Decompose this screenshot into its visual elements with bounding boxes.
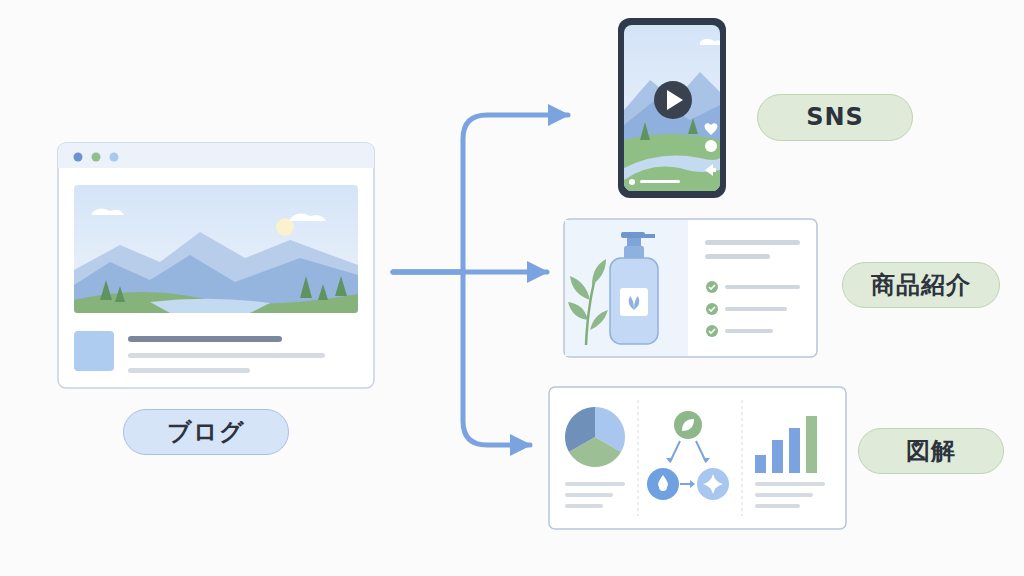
infographic-card: 図解 — [549, 387, 846, 529]
label-text: SNS — [806, 103, 864, 131]
phone-video — [618, 18, 726, 198]
label-pill: ブログ — [123, 409, 289, 455]
label-pill: SNS — [757, 94, 913, 141]
label-text: ブログ — [167, 416, 245, 448]
product-card: 商品紹介 — [564, 219, 817, 357]
label-text: 図解 — [906, 435, 956, 467]
sns-phone: SNS — [618, 18, 726, 198]
blog-window — [58, 143, 374, 388]
label-text: 商品紹介 — [871, 269, 971, 301]
blog-card: ブログ — [58, 143, 374, 388]
label-pill: 商品紹介 — [842, 262, 1000, 308]
flow-arrow — [393, 272, 530, 445]
infographic-card — [549, 387, 846, 529]
flow-arrow — [393, 115, 568, 272]
label-pill: 図解 — [858, 428, 1004, 474]
product-card — [564, 219, 817, 357]
